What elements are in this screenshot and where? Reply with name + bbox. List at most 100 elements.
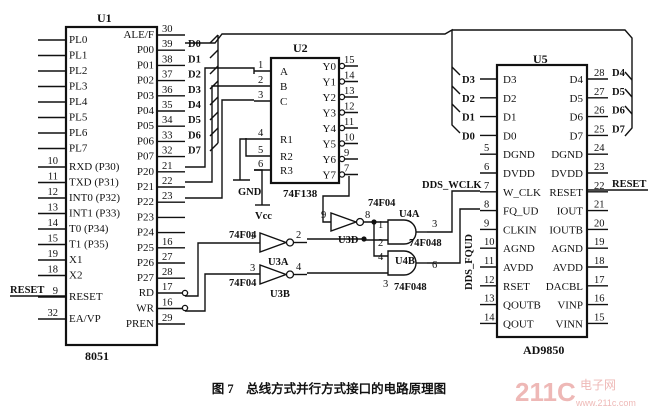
u5-right-pin-name: IOUT [557,206,584,218]
u5-right-bus-label: D7 [612,124,625,135]
u2-label: U2 [293,41,308,55]
u2-left-pin-num: 5 [258,145,263,156]
gnd-label: GND [238,187,262,198]
u1-left-pin-num: 10 [48,156,59,167]
u1-right-pin-name: P07 [137,151,155,163]
u5-left-bus-label: D1 [462,113,475,124]
u4a-in2-pin: 2 [378,238,383,249]
u5-left-pin-name: QOUTB [503,300,541,312]
u1-left-pin-name: PL1 [69,50,87,62]
u1-dbus-label: D6 [188,130,201,141]
u5-right-pin-name: AGND [551,243,583,255]
u4a-in1-pin: 1 [378,220,383,231]
u5-right-pin-num: 27 [594,87,605,98]
u5-right-pin-name: RESET [549,187,583,199]
u1-right-pin-name: WR [136,303,154,315]
u1-right-pin-num: 34 [162,115,173,126]
u1-right-pin-num: 37 [162,70,173,81]
dds-wclk-label: DDS_WCLK [422,180,482,191]
u1-right-pin-name: P25 [137,242,155,254]
u4b-label: 3 [383,279,388,290]
reset-left-label: RESET [10,285,44,296]
reset-left: RESET [10,285,66,297]
u5-right-pin-name: DVDD [551,168,583,180]
u2-right-pin-num: 11 [344,117,354,128]
u5-chip-body [495,63,589,339]
u1-left-pin-name: PL0 [69,34,88,46]
u2-chip-body [269,56,341,185]
u2-right-pin-name: Y5 [323,139,337,151]
u1-left-pin-name: EA/VP [69,313,101,325]
pin-bubble [338,109,346,116]
pin-bubble [338,124,346,132]
u5-left-pin-name: AGND [503,243,535,255]
u2-left-pin-num: 2 [258,75,263,86]
watermark-main: 211C [515,377,576,407]
u5-right-pin-num: 17 [594,275,605,286]
u1-right-pin-name: PREN [126,318,154,330]
u1-left-pin-name: PL7 [69,143,88,155]
u3b-part: 74F04 [229,278,257,289]
u2-right-pin-num: 14 [344,71,355,82]
u2-right-pin-num: 7 [344,164,349,175]
u2-part-label: 74F138 [283,188,318,200]
pin-bubble [181,289,189,297]
u1-right-pin-num: 23 [162,191,173,202]
u1-right-pin-num: 28 [162,267,173,278]
u1-right-pin-num: 21 [162,161,173,172]
u1-right-pin-num: 30 [162,24,173,35]
u1-right-pin-num: 27 [162,252,173,263]
u1-left-pin-name: RESET [69,291,103,303]
u1-left-pin-name: T0 (P34) [69,223,109,235]
gate-u3a: 1 2 74F04 U3A [229,230,307,268]
u2-right-pin-name: Y0 [323,61,337,73]
pin-bubble [181,304,189,312]
u5-right-pin-name: D5 [570,93,584,105]
u1-left-pin-name: PL5 [69,112,88,124]
u5-right-pin-num: 26 [594,106,605,117]
reset-right-label: RESET [612,179,646,190]
u5-left-pin-name: W_CLK [503,187,541,199]
u5-right-pin-num: 22 [594,181,605,192]
gate-u4a: 1 2 3 U4A 74F048 [378,209,442,249]
u2-left-pin-num: 4 [258,128,264,139]
u1-right-pin-num: 36 [162,85,173,96]
u1-dbus-label: D1 [188,54,201,65]
u2-left-pin-name: B [280,81,287,93]
data-bus-wires [185,28,633,152]
u1-right-pin-name: P27 [137,272,155,284]
u1-right-pin-num: 39 [162,39,173,50]
watermark-url: www.211c.com [575,398,636,408]
u2-right-pin-num: 9 [344,148,349,159]
u5-left-bus-label: D2 [462,94,475,105]
u5-left-pin-num: 14 [484,312,495,323]
u5-left-pin-num: 11 [484,256,494,267]
u4a-name: U4A [399,209,420,220]
u3a-name: U3A [268,257,289,268]
gate-u4b: 4 3 6 U4B 74F048 [378,250,437,293]
u1-dbus-label: D0 [188,39,201,50]
u1-left-pin-num: 9 [53,286,58,297]
u1-left-pin-num: 18 [48,265,59,276]
u1-right-pin-name: P24 [137,227,155,239]
u5-right-pin-name: DGND [551,149,583,161]
u3b-name: U3B [270,289,290,300]
figure-caption: 图 7 总线方式并行方式接口的电路原理图 [212,381,446,396]
u2-right-pin-num: 13 [344,86,355,97]
u5-right-bus-label: D6 [612,106,625,117]
pin-bubble [338,62,346,70]
u2-right-pin-name: Y1 [323,77,336,89]
watermark-site: 电子网 [580,378,616,392]
u5-left-bus-label: D3 [462,75,475,86]
u1-left-pin-num: 14 [48,218,59,229]
u3b-in-pin: 3 [250,263,255,274]
pin-bubble [338,171,346,178]
u1-left-pin-name: T1 (P35) [69,239,109,251]
u1-dbus-label: D7 [188,146,201,157]
u5-right-bus-label: D4 [612,68,626,79]
u1-right-pin-num: 33 [162,130,173,141]
